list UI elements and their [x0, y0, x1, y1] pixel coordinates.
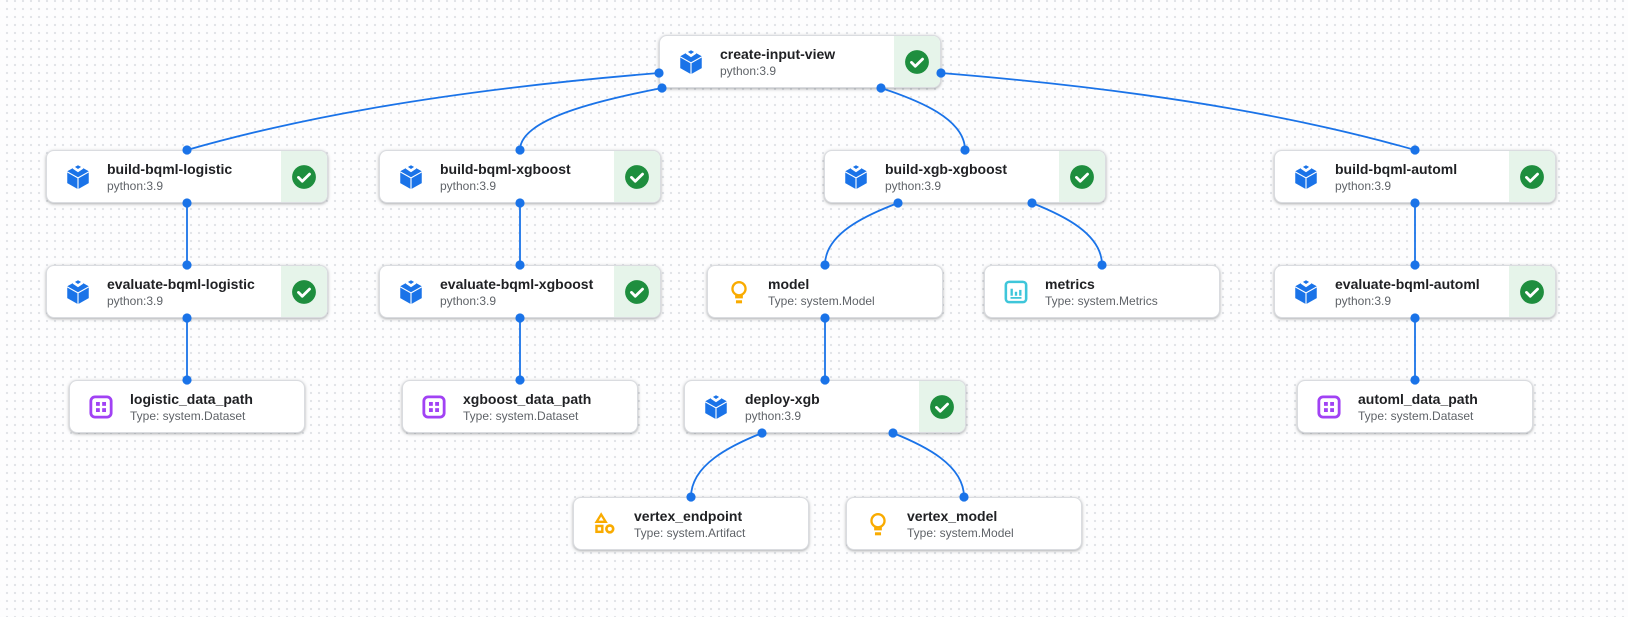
status-succeeded — [1059, 151, 1105, 202]
node-title: evaluate-bqml-logistic — [107, 275, 255, 292]
status-succeeded — [1509, 151, 1555, 202]
node-title: evaluate-bqml-xgboost — [440, 275, 594, 292]
status-succeeded — [919, 381, 965, 432]
check-circle-icon — [291, 279, 317, 305]
node-title: metrics — [1045, 275, 1095, 292]
edge-deploy-xgb-to-vertex_model — [892, 432, 965, 498]
node-title: deploy-xgb — [745, 390, 820, 407]
node-build-bqml-automl[interactable]: build-bqml-automl python:3.9 — [1274, 150, 1556, 203]
node-title: xgboost_data_path — [463, 390, 592, 407]
node-deploy-xgb[interactable]: deploy-xgb python:3.9 — [684, 380, 966, 433]
component-icon — [63, 162, 93, 192]
check-circle-icon — [904, 49, 930, 75]
node-evaluate-bqml-logistic[interactable]: evaluate-bqml-logistic python:3.9 — [46, 265, 328, 318]
component-icon — [396, 277, 426, 307]
node-title: evaluate-bqml-automl — [1335, 275, 1480, 292]
status-succeeded — [1509, 266, 1555, 317]
component-icon — [396, 162, 426, 192]
node-metrics[interactable]: metrics Type: system.Metrics — [984, 265, 1220, 318]
node-vertex_endpoint[interactable]: vertex_endpoint Type: system.Artifact — [573, 497, 809, 550]
check-circle-icon — [291, 164, 317, 190]
check-circle-icon — [1069, 164, 1095, 190]
node-vertex_model[interactable]: vertex_model Type: system.Model — [846, 497, 1082, 550]
node-subtitle: python:3.9 — [720, 63, 777, 78]
component-icon — [841, 162, 871, 192]
node-title: model — [768, 275, 810, 292]
status-succeeded — [614, 266, 660, 317]
component-icon — [1291, 162, 1321, 192]
node-title: logistic_data_path — [130, 390, 253, 407]
node-subtitle: Type: system.Model — [768, 293, 875, 308]
node-title: build-bqml-automl — [1335, 160, 1458, 177]
node-title: build-bqml-xgboost — [440, 160, 571, 177]
model-icon — [863, 509, 893, 539]
component-icon — [1291, 277, 1321, 307]
edge-create-input-view-to-build-bqml-logistic — [186, 72, 660, 151]
dataset-icon — [86, 392, 116, 422]
node-subtitle: python:3.9 — [1335, 293, 1392, 308]
edge-create-input-view-to-build-bqml-xgboost — [519, 87, 663, 151]
edge-deploy-xgb-to-vertex_endpoint — [690, 432, 763, 498]
dataset-icon — [1314, 392, 1344, 422]
status-succeeded — [614, 151, 660, 202]
component-icon — [701, 392, 731, 422]
status-succeeded — [894, 36, 940, 87]
model-icon — [724, 277, 754, 307]
node-subtitle: python:3.9 — [440, 178, 497, 193]
node-create-input-view[interactable]: create-input-view python:3.9 — [659, 35, 941, 88]
node-subtitle: python:3.9 — [440, 293, 497, 308]
node-subtitle: Type: system.Dataset — [1358, 408, 1474, 423]
edge-create-input-view-to-build-bqml-automl — [940, 72, 1416, 151]
node-evaluate-bqml-xgboost[interactable]: evaluate-bqml-xgboost python:3.9 — [379, 265, 661, 318]
component-icon — [676, 47, 706, 77]
node-build-xgb-xgboost[interactable]: build-xgb-xgboost python:3.9 — [824, 150, 1106, 203]
node-subtitle: python:3.9 — [745, 408, 802, 423]
check-circle-icon — [624, 279, 650, 305]
check-circle-icon — [929, 394, 955, 420]
node-subtitle: Type: system.Model — [907, 525, 1014, 540]
node-subtitle: python:3.9 — [107, 293, 164, 308]
node-evaluate-bqml-automl[interactable]: evaluate-bqml-automl python:3.9 — [1274, 265, 1556, 318]
artifact-icon — [590, 509, 620, 539]
node-build-bqml-xgboost[interactable]: build-bqml-xgboost python:3.9 — [379, 150, 661, 203]
node-title: vertex_model — [907, 507, 998, 524]
node-xgboost_data_path[interactable]: xgboost_data_path Type: system.Dataset — [402, 380, 638, 433]
dataset-icon — [419, 392, 449, 422]
edge-build-xgb-xgboost-to-model — [824, 202, 899, 266]
component-icon — [63, 277, 93, 307]
check-circle-icon — [624, 164, 650, 190]
node-build-bqml-logistic[interactable]: build-bqml-logistic python:3.9 — [46, 150, 328, 203]
node-model[interactable]: model Type: system.Model — [707, 265, 943, 318]
node-subtitle: Type: system.Dataset — [463, 408, 579, 423]
node-subtitle: python:3.9 — [107, 178, 164, 193]
node-automl_data_path[interactable]: automl_data_path Type: system.Dataset — [1297, 380, 1533, 433]
node-subtitle: Type: system.Metrics — [1045, 293, 1158, 308]
check-circle-icon — [1519, 279, 1545, 305]
node-subtitle: Type: system.Dataset — [130, 408, 246, 423]
node-subtitle: python:3.9 — [1335, 178, 1392, 193]
check-circle-icon — [1519, 164, 1545, 190]
node-subtitle: python:3.9 — [885, 178, 942, 193]
metrics-icon — [1001, 277, 1031, 307]
node-title: build-xgb-xgboost — [885, 160, 1008, 177]
edge-build-xgb-xgboost-to-metrics — [1031, 202, 1103, 266]
node-title: vertex_endpoint — [634, 507, 743, 524]
status-succeeded — [281, 151, 327, 202]
node-title: create-input-view — [720, 45, 836, 62]
node-logistic_data_path[interactable]: logistic_data_path Type: system.Dataset — [69, 380, 305, 433]
node-subtitle: Type: system.Artifact — [634, 525, 746, 540]
edge-create-input-view-to-build-xgb-xgboost — [880, 87, 966, 151]
status-succeeded — [281, 266, 327, 317]
node-title: build-bqml-logistic — [107, 160, 233, 177]
node-title: automl_data_path — [1358, 390, 1478, 407]
